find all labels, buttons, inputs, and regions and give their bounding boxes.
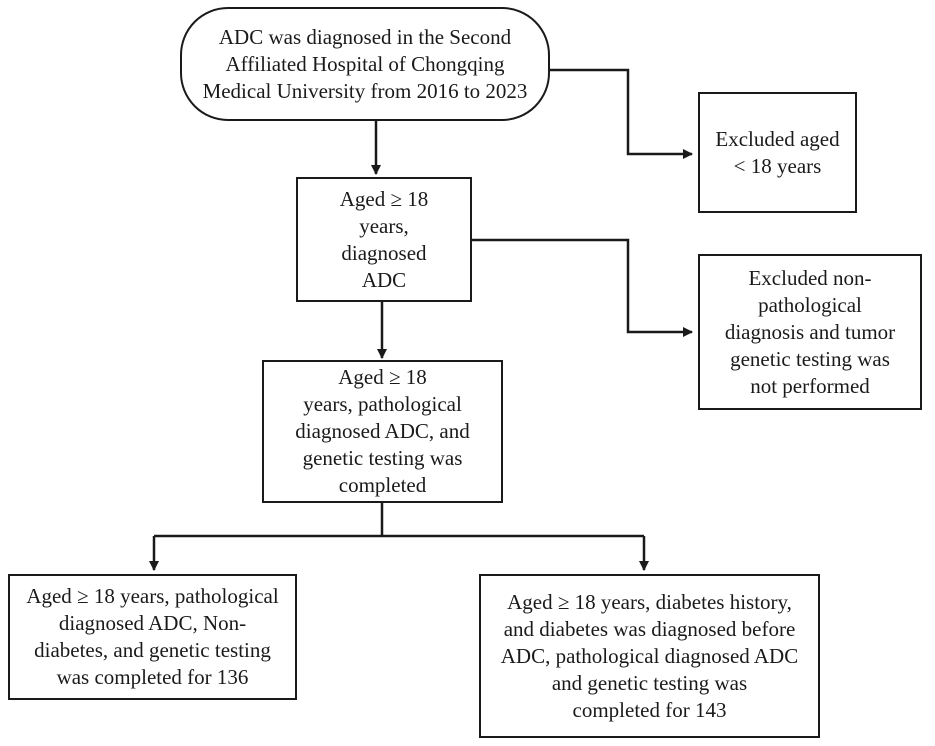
exclude-pathology-box: Excluded non- pathological diagnosis and… (698, 254, 922, 410)
exclude-age-box: Excluded aged < 18 years (698, 92, 857, 213)
aged-box: Aged ≥ 18 years, diagnosed ADC (296, 177, 472, 302)
pathology-box: Aged ≥ 18 years, pathological diagnosed … (262, 360, 503, 503)
arrow-start-to-exclude-age (550, 68, 693, 159)
arrow-aged-to-exclude-pathology (470, 238, 693, 337)
diabetes-box: Aged ≥ 18 years, diabetes history, and d… (479, 574, 820, 738)
start-box: ADC was diagnosed in the Second Affiliat… (180, 7, 550, 121)
non-diabetes-box: Aged ≥ 18 years, pathological diagnosed … (8, 574, 297, 700)
